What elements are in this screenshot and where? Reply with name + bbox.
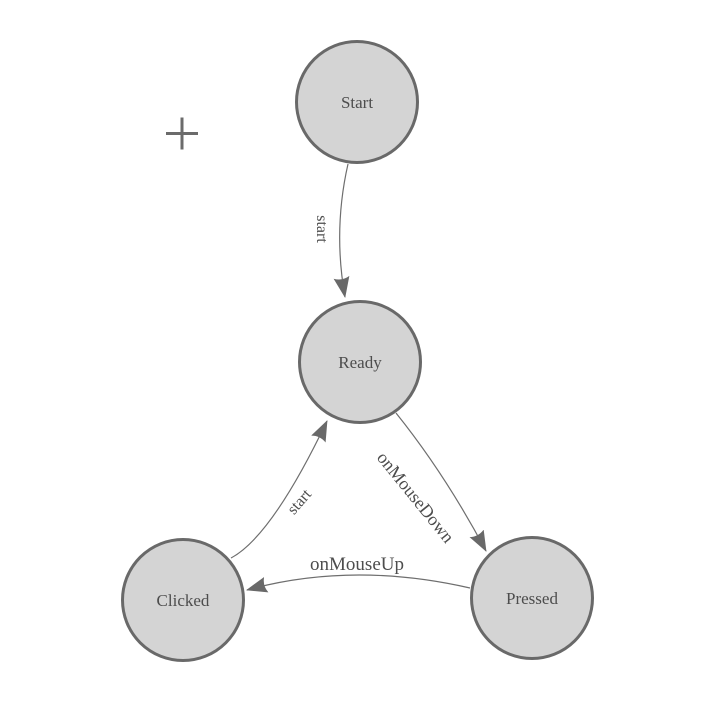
edge-label-onmouseup[interactable]: onMouseUp xyxy=(310,554,404,575)
state-node-ready[interactable]: Ready xyxy=(298,300,422,424)
edge-pressed-to-clicked[interactable] xyxy=(246,574,471,593)
node-pressed-label: Pressed xyxy=(506,589,558,608)
edge-label-start-top[interactable]: start xyxy=(313,215,330,243)
edge-ready-to-pressed[interactable] xyxy=(395,412,487,552)
state-node-clicked[interactable]: Clicked xyxy=(121,538,245,662)
node-ready-label: Ready xyxy=(338,353,382,372)
edge-label-start-left[interactable]: start xyxy=(284,486,315,518)
node-clicked-label: Clicked xyxy=(157,591,210,610)
edge-label-onmousedown[interactable]: onMouseDown xyxy=(373,448,458,547)
node-start-circle[interactable] xyxy=(295,40,419,164)
node-pressed-circle[interactable] xyxy=(470,536,594,660)
edge-start-to-ready[interactable] xyxy=(333,163,350,298)
node-ready-circle[interactable] xyxy=(298,300,422,424)
crosshair-plus-icon xyxy=(166,117,198,150)
node-clicked-circle[interactable] xyxy=(121,538,245,662)
state-node-pressed[interactable]: Pressed xyxy=(470,536,594,660)
node-start-label: Start xyxy=(341,93,373,112)
state-node-start[interactable]: Start xyxy=(295,40,419,164)
edge-clicked-to-ready[interactable] xyxy=(230,420,328,559)
